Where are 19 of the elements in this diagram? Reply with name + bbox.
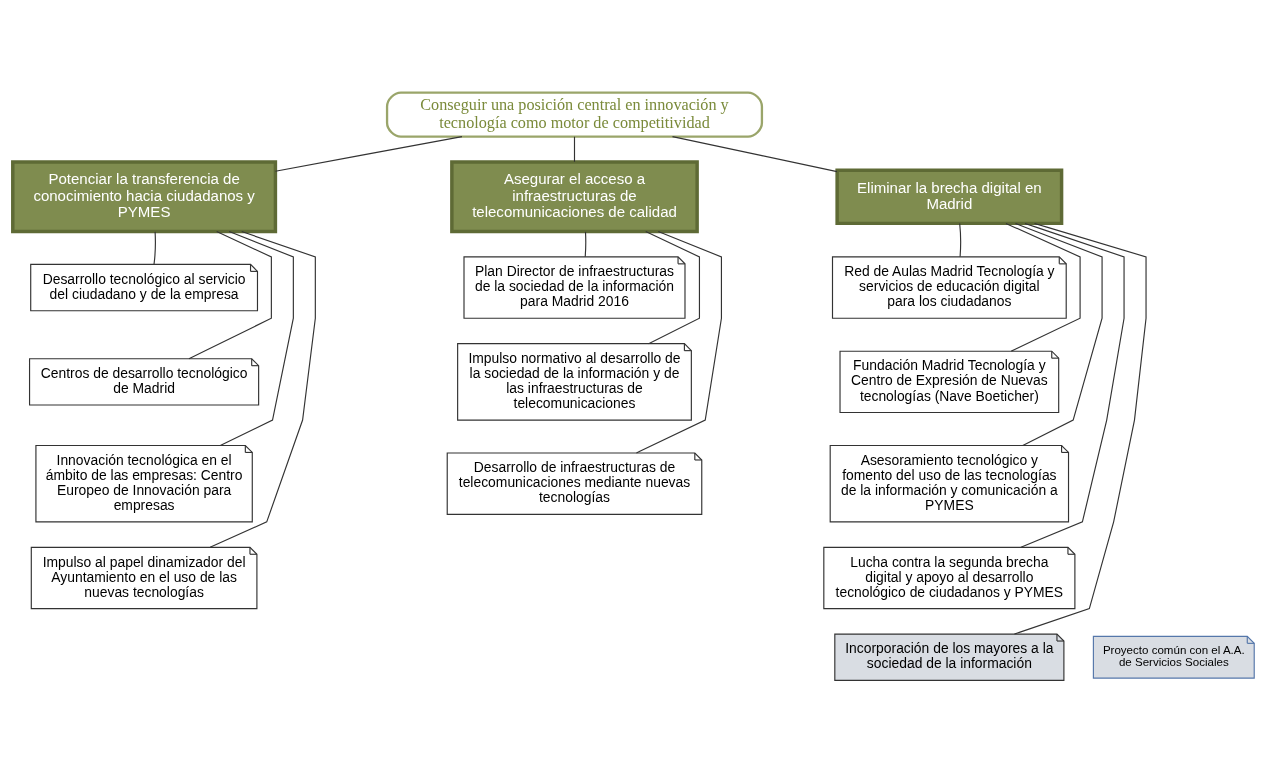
connector <box>573 136 576 163</box>
connector <box>1014 222 1103 447</box>
connector <box>671 136 838 173</box>
connector <box>584 231 587 258</box>
connector <box>209 231 316 548</box>
connector <box>219 231 294 447</box>
connector <box>188 231 272 360</box>
node-box: Potenciar la transferencia de conocimiento hacia ciudadanos y PYMES <box>11 160 278 234</box>
connector <box>959 222 962 258</box>
connector <box>635 231 722 454</box>
connector <box>153 231 156 265</box>
connector <box>645 231 701 345</box>
node-box: Asegurar el acceso a infraestructuras de telecomunicaciones de calidad <box>450 160 699 234</box>
connector <box>274 136 463 172</box>
connector <box>1020 222 1125 548</box>
node-box: Eliminar la brecha digital en Madrid <box>835 168 1064 226</box>
connector <box>1005 222 1081 352</box>
connector <box>1013 222 1147 635</box>
node-box: Conseguir una posición central en innovación y tecnología como motor de competitividad <box>385 91 764 138</box>
